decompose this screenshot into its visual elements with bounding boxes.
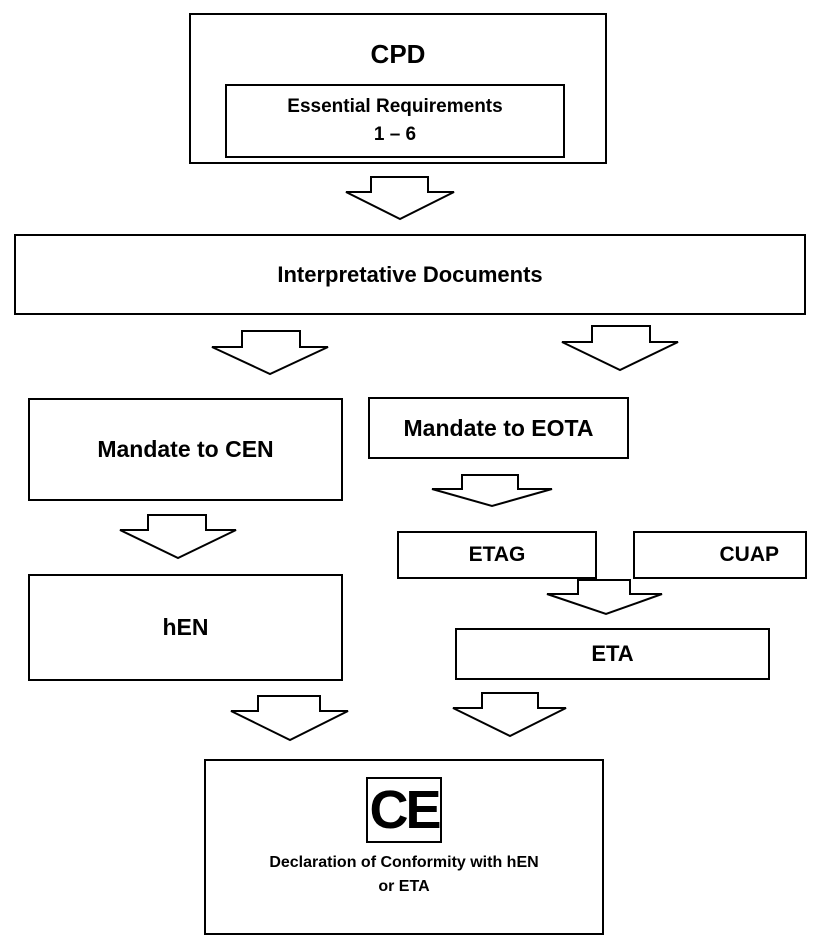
cuap-label: CUAP — [719, 543, 779, 566]
cuap-box: CUAP — [633, 531, 807, 579]
cpd-title: CPD — [370, 39, 426, 69]
hen-label: hEN — [162, 614, 209, 640]
arrow-id-to-eota — [561, 325, 679, 372]
essential-requirements-range: 1 – 6 — [373, 124, 417, 145]
arrow-eta-to-declaration — [452, 692, 567, 738]
arrow-id-to-cen — [211, 330, 329, 376]
interpretative-documents-label: Interpretative Documents — [277, 261, 543, 287]
ce-mark-logo: CE — [366, 777, 442, 843]
ce-mark-text: CE — [369, 780, 441, 840]
etag-label: ETAG — [468, 543, 526, 566]
essential-requirements-box: Essential Requirements 1 – 6 — [225, 84, 565, 158]
arrow-hen-to-declaration — [230, 695, 349, 742]
arrow-eota-to-etag — [431, 474, 553, 508]
arrow-cen-to-hen — [119, 514, 237, 560]
essential-requirements-label: Essential Requirements — [287, 96, 503, 117]
declaration-box: CE Declaration of Conformity with hEN or… — [204, 759, 604, 935]
interpretative-documents-box: Interpretative Documents — [14, 234, 806, 315]
mandate-cen-box: Mandate to CEN — [28, 398, 343, 501]
arrow-cpd-to-id — [345, 176, 455, 221]
mandate-eota-label: Mandate to EOTA — [403, 414, 594, 441]
declaration-line-1: Declaration of Conformity with hEN — [269, 854, 539, 871]
etag-box: ETAG — [397, 531, 597, 579]
declaration-line-2: or ETA — [378, 878, 430, 895]
mandate-eota-box: Mandate to EOTA — [368, 397, 629, 459]
eta-box: ETA — [455, 628, 770, 680]
declaration-text: Declaration of Conformity with hEN or ET… — [269, 851, 538, 899]
eta-label: ETA — [591, 641, 634, 666]
arrow-etag-to-eta — [546, 579, 663, 616]
mandate-cen-label: Mandate to CEN — [97, 436, 274, 462]
hen-box: hEN — [28, 574, 343, 681]
cpd-box: CPD Essential Requirements 1 – 6 — [189, 13, 607, 164]
